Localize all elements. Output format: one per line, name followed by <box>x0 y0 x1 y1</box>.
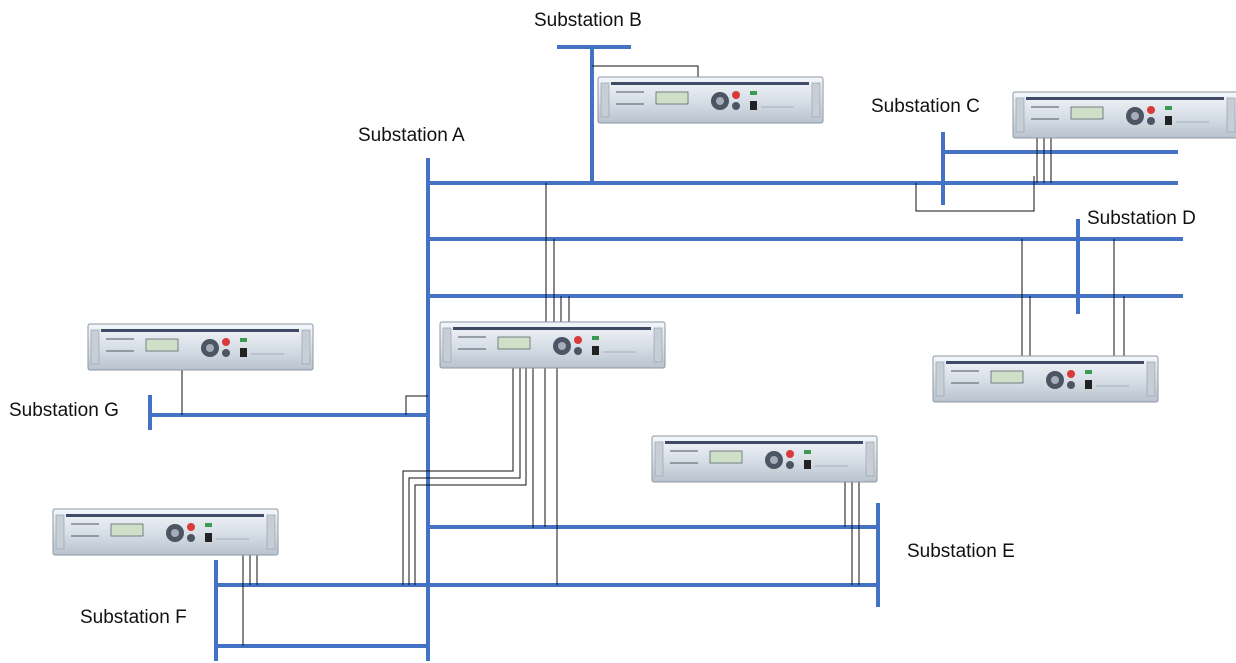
connection-wires <box>181 65 1125 646</box>
substation-g-label: Substation G <box>9 400 119 421</box>
substation-d-label: Substation D <box>1087 208 1196 229</box>
substation-f-label: Substation F <box>80 607 187 628</box>
substation-c-label: Substation C <box>871 96 980 117</box>
wire-a-f2 <box>408 366 521 585</box>
substation-e-label: Substation E <box>907 541 1015 562</box>
device-substation-d <box>932 355 1159 403</box>
wire-g-2 <box>405 395 428 415</box>
wire-c-loop <box>915 176 1035 212</box>
wire-a-f1 <box>402 366 514 585</box>
device-substation-b <box>597 76 824 124</box>
device-substation-a <box>439 321 666 369</box>
wire-a-f3 <box>414 366 527 585</box>
device-substation-c <box>1012 91 1236 139</box>
substation-a-label: Substation A <box>358 125 465 146</box>
device-substation-f <box>52 508 279 556</box>
wire-b-device <box>592 65 699 79</box>
device-substation-e <box>651 435 878 483</box>
devices <box>52 76 1236 556</box>
substation-b-label: Substation B <box>534 10 642 31</box>
device-substation-g <box>87 323 314 371</box>
